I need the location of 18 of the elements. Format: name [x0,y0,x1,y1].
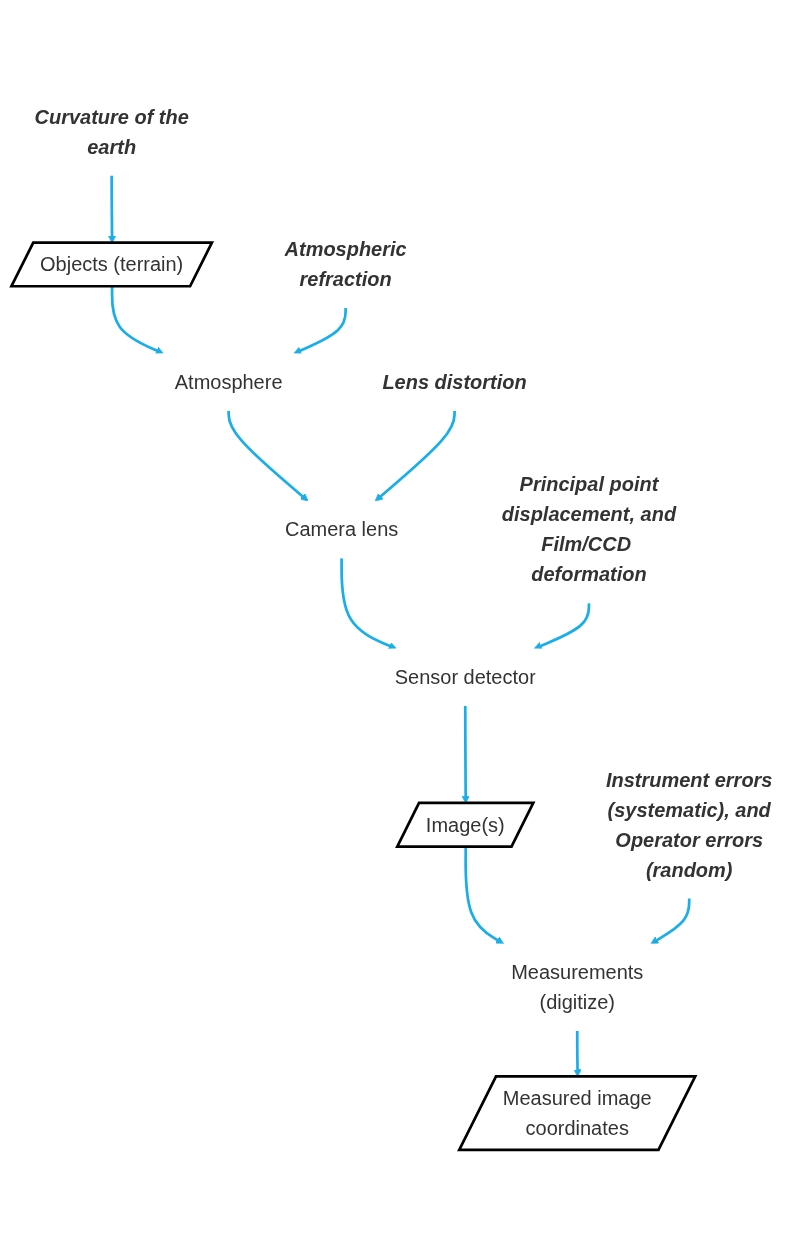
node-text: Sensor detector [394,666,536,689]
arrow [533,603,591,650]
arrow [374,411,456,502]
arrow [464,847,504,945]
arrow [110,287,164,355]
arrow [650,898,691,945]
node-text: Curvature of the earth [34,105,189,159]
node-text: Atmosphere [174,371,283,394]
arrow [108,175,117,244]
arrow [340,558,397,650]
arrow [293,308,347,355]
node-text: Instrument errors (systematic), and Operator errors (random) [605,768,773,882]
node-text: Camera lens [284,518,399,542]
node-text: Lens distortion [382,371,527,394]
node-text: Measurements (digitize) [511,961,644,1015]
node-text: Principal point displacement, and Film/CCD deformation [501,473,677,587]
node-text: Atmospheric refraction [284,238,407,292]
arrow [227,411,309,502]
